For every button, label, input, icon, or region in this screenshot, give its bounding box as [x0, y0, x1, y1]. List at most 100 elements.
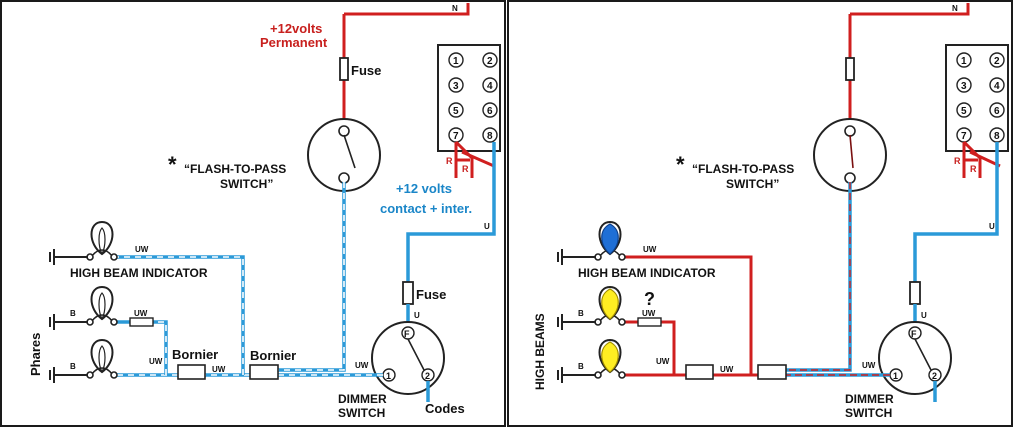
fuse-dimmer-right [909, 281, 921, 305]
dimmer-switch: F 1 2 [371, 321, 445, 395]
dimmer-1: 1 [386, 371, 391, 381]
wire-uw-label-2-right: UW [720, 365, 734, 374]
question-mark: ? [644, 289, 655, 309]
high-beam-indicator-lamp [49, 221, 118, 266]
phares-label: Phares [28, 333, 43, 376]
right-panel: N * “FLASH-TO-PASS SWITCH” 1 2 3 4 5 6 [507, 0, 1013, 427]
switched-supply-wire-right [913, 142, 999, 282]
terminal-2-right: 2 [994, 56, 1000, 67]
wire-b-label-1: B [70, 309, 76, 318]
bornier-1-label: Bornier [172, 347, 218, 362]
terminal-7: 7 [453, 131, 459, 142]
terminal-block: 1 2 3 4 5 6 7 8 [437, 44, 501, 152]
terminal-8-right: 8 [994, 131, 1000, 142]
resistor-left [129, 317, 154, 327]
terminal-1-right: 1 [961, 56, 967, 67]
bornier-2-box [249, 364, 279, 380]
indicator-bulb-blue [601, 223, 619, 255]
dimmer-switch-right: F 1 2 [878, 321, 952, 395]
fuse-dimmer-label: Fuse [416, 287, 446, 302]
wire-r-label-2-right: R [970, 164, 977, 174]
bornier-2-box-right [757, 364, 787, 380]
wire-b-label-2: B [70, 362, 76, 371]
terminal-7-wires [454, 140, 495, 178]
dimmer-label-line2: SWITCH [338, 406, 385, 420]
terminal-4: 4 [487, 81, 493, 92]
headlamp-bulb-yellow-1 [601, 288, 619, 320]
dimmer-2-right: 2 [932, 371, 937, 381]
asterisk-right: * [676, 152, 685, 177]
flash-to-pass-switch [307, 118, 381, 192]
wire-uw-label-4-right: UW [642, 309, 656, 318]
terminal-3-right: 3 [961, 81, 967, 92]
supply-label-line2: Permanent [260, 35, 328, 50]
wire-r-label-1: R [446, 156, 453, 166]
asterisk: * [168, 152, 177, 177]
wire-u-label: U [484, 222, 490, 231]
wire-n-label-right: N [952, 4, 958, 13]
wire-u-label-right: U [989, 222, 995, 231]
wire-uw-label-2: UW [212, 365, 226, 374]
wire-uw-label-5-right: UW [643, 245, 657, 254]
headlamp-upper [49, 286, 118, 331]
dimmer-f: F [404, 329, 410, 339]
high-beam-indicator-label-right: HIGH BEAM INDICATOR [578, 266, 716, 280]
dimmer-label-line1-right: DIMMER [845, 392, 894, 406]
terminal-7-right: 7 [961, 131, 967, 142]
high-beam-indicator-label: HIGH BEAM INDICATOR [70, 266, 208, 280]
terminal-2: 2 [487, 56, 493, 67]
dimmer-label-line1: DIMMER [338, 392, 387, 406]
flash-switch-label-line2: SWITCH” [220, 177, 273, 191]
fuse-dimmer [402, 281, 414, 305]
wire-uw-label-4: UW [134, 309, 148, 318]
switched-supply-wire [406, 142, 496, 282]
terminal-4-right: 4 [994, 81, 1000, 92]
bornier-1-box-right [685, 364, 714, 380]
bornier-2-label: Bornier [250, 348, 296, 363]
wire-uw-label-5: UW [135, 245, 149, 254]
flash-switch-label-line2-right: SWITCH” [726, 177, 779, 191]
terminal-7-wires-right [962, 140, 1001, 178]
terminal-8: 8 [487, 131, 493, 142]
terminal-block-right: 1 2 3 4 5 6 7 8 [945, 44, 1009, 152]
fuse-top-label: Fuse [351, 63, 381, 78]
bornier-1-box [177, 364, 206, 380]
terminal-5-right: 5 [961, 106, 967, 117]
headlamp-bulb-yellow-2 [601, 341, 619, 373]
terminal-5: 5 [453, 106, 459, 117]
terminal-3: 3 [453, 81, 459, 92]
supply-label-line1: +12volts [270, 21, 322, 36]
wire-r-label-2: R [462, 164, 469, 174]
headlamp-lower-right [557, 339, 626, 384]
wire-uw-label-1-right: UW [862, 361, 876, 370]
high-beam-indicator-lamp-right [557, 221, 626, 266]
right-panel-frame [507, 0, 1013, 427]
terminal-1: 1 [453, 56, 459, 67]
wire-n-label: N [452, 4, 458, 13]
dimmer-1-right: 1 [893, 371, 898, 381]
flash-switch-label-line1-right: “FLASH-TO-PASS [692, 162, 794, 176]
wire-r-label-1-right: R [954, 156, 961, 166]
high-beams-label: HIGH BEAMS [533, 313, 547, 390]
terminal-6: 6 [487, 106, 493, 117]
contact-label-line2: contact + inter. [380, 201, 472, 216]
main-beam-wire-right [622, 255, 890, 377]
main-beam-wire [114, 255, 383, 377]
flash-switch-label-line1: “FLASH-TO-PASS [184, 162, 286, 176]
wire-uw-label-3: UW [149, 357, 163, 366]
headlamp-upper-right [557, 286, 626, 331]
contact-label-line1: +12 volts [396, 181, 452, 196]
flash-to-pass-switch-right [813, 118, 887, 192]
wire-u-label-2-right: U [921, 311, 927, 320]
wire-b-label-2-right: B [578, 362, 584, 371]
dimmer-f-right: F [911, 329, 917, 339]
codes-label: Codes [425, 401, 465, 416]
left-panel: N +12volts Permanent Fuse * “FLASH-TO-PA… [0, 0, 506, 427]
headlamp-lower [49, 339, 118, 384]
resistor-right [637, 317, 662, 327]
dimmer-2: 2 [425, 371, 430, 381]
fuse-top [339, 57, 349, 81]
wire-u-label-2: U [414, 311, 420, 320]
terminal-6-right: 6 [994, 106, 1000, 117]
